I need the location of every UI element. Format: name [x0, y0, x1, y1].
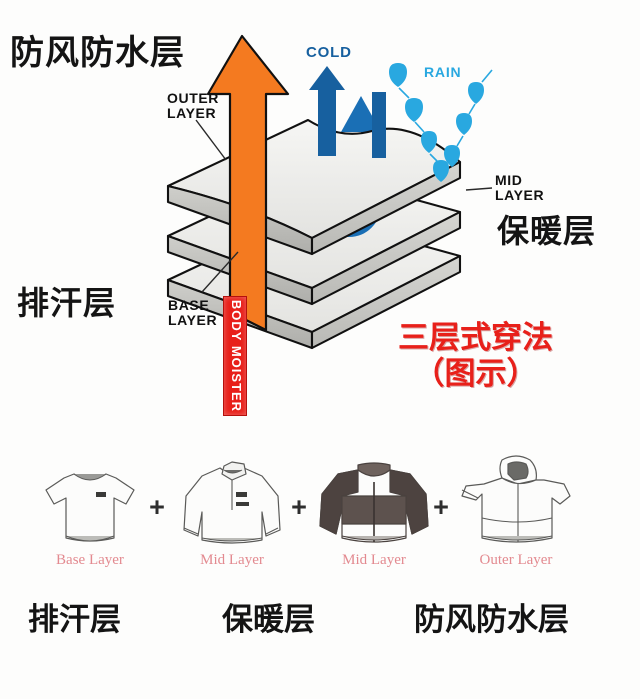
base-layer-cn-heading: 排汗层: [17, 284, 117, 322]
cold-flow-arrows: [309, 66, 386, 158]
outer-layer-en-label: OUTER LAYER: [167, 91, 219, 121]
garment-item-mid-2: Mid Layer: [314, 452, 434, 577]
garment-item-outer: Outer Layer: [456, 452, 576, 577]
rain-droplets: [389, 63, 493, 182]
body-moister-band: BODY MOISTER: [223, 296, 247, 416]
base-layer-en-label: BASE LAYER: [168, 298, 217, 328]
red-title-line2: （图示）: [413, 356, 538, 392]
rain-stream-left: [389, 63, 449, 182]
red-title: 三层式穿法 （图示）: [398, 320, 553, 392]
outer-leader-line: [195, 119, 227, 161]
cold-arrow-secondary: [372, 92, 386, 158]
outer-label-line1: OUTER: [167, 90, 219, 106]
mid-layer-en-label: MID LAYER: [495, 173, 544, 203]
layer-stack-diagram: [166, 34, 493, 350]
mid-label-line1: MID: [495, 172, 523, 188]
plus-sign-1: +: [149, 492, 165, 522]
hooded-shell-icon: [461, 455, 571, 543]
mid-leader-line: [465, 187, 493, 191]
mid-label-line2: LAYER: [495, 187, 545, 203]
garment-label: Mid Layer: [342, 552, 406, 568]
rain-label: RAIN: [424, 64, 462, 80]
garment-label: Outer Layer: [479, 552, 553, 568]
outer-layer-cn-heading: 防风防水层: [10, 33, 185, 73]
rain-stream-right: [444, 69, 493, 167]
garment-row: Base Layer + Mid Layer +: [0, 452, 640, 577]
plus-sign-3: +: [433, 492, 449, 522]
fleece-jacket-icon: [319, 462, 429, 543]
bottom-label-base: 排汗层: [28, 602, 121, 638]
bottom-label-mid: 保暖层: [222, 602, 315, 638]
red-title-line1: 三层式穿法: [398, 320, 553, 356]
outer-label-line2: LAYER: [167, 105, 217, 121]
garment-label: Base Layer: [56, 552, 124, 568]
plus-sign-2: +: [291, 492, 307, 522]
garment-label: Mid Layer: [200, 552, 264, 568]
pullover-icon: [183, 461, 281, 544]
base-label-line2: LAYER: [168, 312, 218, 328]
garment-item-base: Base Layer: [30, 452, 150, 577]
tshirt-icon: [45, 473, 135, 542]
vapor-escape-arrow: [206, 34, 290, 332]
bottom-label-outer: 防风防水层: [414, 602, 569, 638]
base-label-line1: BASE: [168, 297, 210, 313]
bottom-label-row: 排汗层 保暖层 防风防水层: [0, 600, 640, 650]
cold-label: COLD: [306, 44, 352, 61]
garment-item-mid-1: Mid Layer: [172, 452, 292, 577]
base-leader-line: [201, 251, 239, 293]
cold-arrow-primary: [309, 66, 345, 156]
mid-layer-cn-heading: 保暖层: [497, 212, 597, 250]
